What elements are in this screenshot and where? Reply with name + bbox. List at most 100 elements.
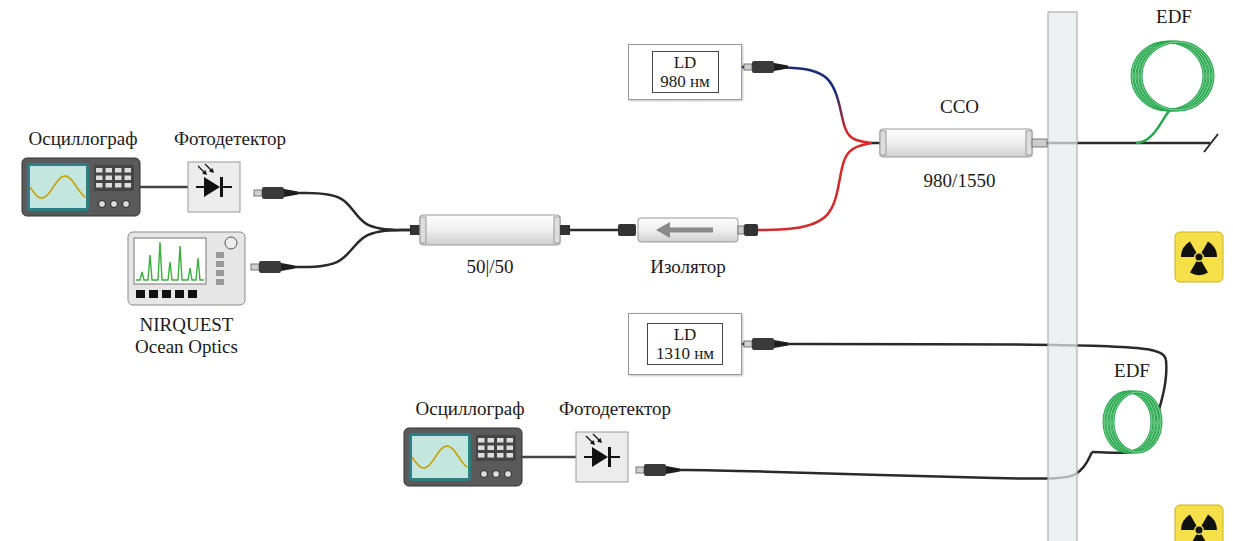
key xyxy=(507,446,514,451)
fiber-coupler: 50|/50 xyxy=(410,212,570,284)
coupler-body xyxy=(420,215,560,245)
connector-ferrule xyxy=(636,467,644,473)
connector-boot xyxy=(284,189,298,197)
photodetector-box xyxy=(576,432,628,482)
key xyxy=(106,183,113,188)
coil-turn xyxy=(1141,42,1213,110)
isolator-body xyxy=(638,218,738,242)
spectrum-peaks xyxy=(136,242,204,280)
optical-fiber xyxy=(1047,142,1118,145)
direction-arrow-head xyxy=(656,222,670,238)
knob xyxy=(99,201,106,208)
key xyxy=(115,168,122,173)
screen-frame xyxy=(27,163,89,211)
trefoil-blade xyxy=(1181,514,1197,530)
key xyxy=(149,290,158,298)
connector-boot xyxy=(410,225,420,235)
photodetector-box xyxy=(188,162,240,212)
coil-highlight xyxy=(1113,392,1161,452)
key xyxy=(478,446,485,451)
trefoil-blade xyxy=(1190,261,1208,275)
connector-boot xyxy=(281,263,295,271)
trefoil-blade xyxy=(1181,241,1197,257)
spectrometer-body xyxy=(128,232,245,305)
pump-fiber xyxy=(742,67,872,143)
connector-ferrule xyxy=(744,64,752,70)
key xyxy=(497,453,504,458)
keypad xyxy=(476,435,516,461)
component-label: 980/1550 xyxy=(924,170,996,192)
key xyxy=(115,176,122,181)
optical-fiber xyxy=(570,229,618,232)
connector-body xyxy=(744,224,758,236)
diode-wire xyxy=(222,186,232,188)
key xyxy=(96,176,103,181)
knob xyxy=(505,471,512,478)
connector-boot xyxy=(774,340,788,348)
screen xyxy=(30,166,86,208)
signal-lead xyxy=(522,456,540,459)
wdm-body xyxy=(880,129,1032,157)
spectrometer: NIRQUEST Ocean Optics xyxy=(118,228,295,362)
connector-body xyxy=(262,187,284,199)
connector-body xyxy=(752,61,774,73)
coil-turn xyxy=(1138,42,1210,110)
connector-boot xyxy=(774,63,788,71)
component-label: Осциллограф xyxy=(29,128,138,150)
laser-diode: LD 980 нм xyxy=(628,44,742,100)
wdm-coupler: ССО980/1550 xyxy=(872,96,1047,200)
signal-lead xyxy=(162,186,188,189)
button xyxy=(216,252,224,258)
trefoil-blade xyxy=(1190,534,1208,541)
key xyxy=(125,176,132,181)
key xyxy=(96,183,103,188)
key xyxy=(175,290,184,298)
coil-highlight xyxy=(1135,42,1207,110)
connector-boot xyxy=(666,466,680,474)
component-label: Фотодетектор xyxy=(559,398,671,420)
component-label: Фотодетектор xyxy=(174,128,286,150)
sine-trace xyxy=(412,446,468,468)
optical-fiber xyxy=(680,452,1092,479)
connector-body xyxy=(644,464,666,476)
connector-ferrule xyxy=(254,190,262,196)
component-label: EDF xyxy=(1114,360,1150,382)
key xyxy=(106,168,113,173)
knob xyxy=(493,471,500,478)
key xyxy=(507,453,514,458)
pump-fiber xyxy=(758,143,872,230)
connector-ferrule xyxy=(251,264,259,270)
diode-wire xyxy=(584,456,592,458)
knob xyxy=(123,201,130,208)
end-cap xyxy=(880,131,886,155)
coil-turn xyxy=(1132,42,1204,110)
light-arrow-head xyxy=(202,170,207,175)
key xyxy=(106,176,113,181)
connector-ferrule xyxy=(1032,139,1047,147)
fiber-lead xyxy=(1118,142,1210,145)
light-arrow-head xyxy=(597,438,602,443)
key xyxy=(125,183,132,188)
sine-trace xyxy=(30,176,86,198)
laser-label: LD 980 нм xyxy=(660,53,711,91)
spectrometer-screen xyxy=(134,238,206,284)
erbium-fiber-coil: EDF xyxy=(1092,360,1172,465)
key xyxy=(96,168,103,173)
laser-diode: LD 1310 нм xyxy=(628,313,742,375)
diode-wire xyxy=(610,456,620,458)
connector-ferrule xyxy=(744,341,752,347)
coil-highlight xyxy=(1110,392,1158,452)
optical-fiber xyxy=(742,344,1166,360)
diode-triangle xyxy=(204,177,220,197)
knob xyxy=(111,201,118,208)
component-label: 50|/50 xyxy=(466,256,513,278)
fiber-stub xyxy=(872,142,880,145)
optical-fiber xyxy=(295,230,410,267)
fiber-end xyxy=(1204,134,1218,152)
trefoil-blade xyxy=(1202,514,1218,530)
end-cap xyxy=(420,217,426,243)
signal-lead xyxy=(550,456,576,459)
oscilloscope: Осциллограф xyxy=(400,398,540,490)
diode-triangle xyxy=(592,447,608,467)
coil-highlight xyxy=(1138,42,1210,110)
